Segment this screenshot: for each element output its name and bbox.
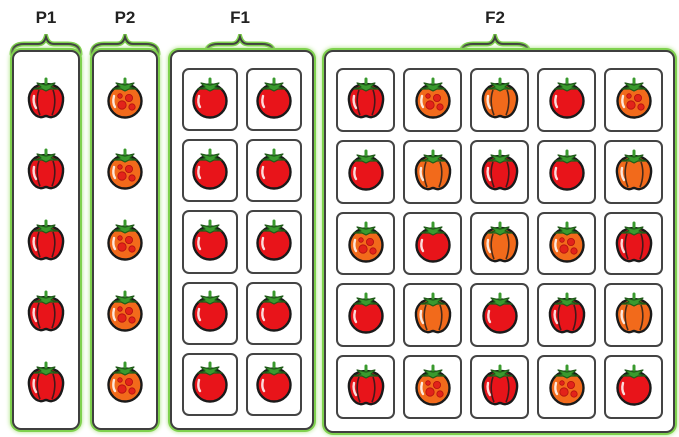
red-round-tomato-icon xyxy=(250,358,298,406)
orange-bell-tomato-icon xyxy=(610,146,658,194)
red-round-tomato-icon xyxy=(610,361,658,409)
orange-spotted-tomato-icon xyxy=(101,145,149,193)
red-bell-tomato-icon xyxy=(22,287,70,335)
orange-bell-tomato-icon xyxy=(409,289,457,337)
orange-spotted-tomato-icon xyxy=(543,218,591,266)
red-round-tomato-icon xyxy=(250,145,298,193)
red-round-tomato-icon xyxy=(250,287,298,335)
orange-spotted-tomato-icon xyxy=(101,358,149,406)
red-bell-tomato-icon xyxy=(476,361,524,409)
orange-spotted-tomato-icon xyxy=(409,361,457,409)
red-bell-tomato-icon xyxy=(22,74,70,122)
red-bell-tomato-icon xyxy=(342,74,390,122)
p1-label: P1 xyxy=(26,8,66,28)
orange-spotted-tomato-icon xyxy=(409,74,457,122)
p2-label: P2 xyxy=(105,8,145,28)
red-round-tomato-icon xyxy=(476,289,524,337)
red-round-tomato-icon xyxy=(186,145,234,193)
orange-spotted-tomato-icon xyxy=(610,74,658,122)
red-bell-tomato-icon xyxy=(22,358,70,406)
red-round-tomato-icon xyxy=(186,74,234,122)
red-round-tomato-icon xyxy=(186,216,234,264)
red-bell-tomato-icon xyxy=(543,289,591,337)
orange-bell-tomato-icon xyxy=(476,74,524,122)
f1-label: F1 xyxy=(220,8,260,28)
f2-label: F2 xyxy=(475,8,515,28)
red-bell-tomato-icon xyxy=(22,216,70,264)
red-round-tomato-icon xyxy=(250,216,298,264)
orange-bell-tomato-icon xyxy=(409,146,457,194)
orange-bell-tomato-icon xyxy=(476,218,524,266)
orange-spotted-tomato-icon xyxy=(101,287,149,335)
red-bell-tomato-icon xyxy=(610,218,658,266)
orange-spotted-tomato-icon xyxy=(543,361,591,409)
red-round-tomato-icon xyxy=(250,74,298,122)
orange-bell-tomato-icon xyxy=(610,289,658,337)
red-round-tomato-icon xyxy=(342,289,390,337)
red-round-tomato-icon xyxy=(186,287,234,335)
red-round-tomato-icon xyxy=(543,146,591,194)
red-bell-tomato-icon xyxy=(476,146,524,194)
red-round-tomato-icon xyxy=(409,218,457,266)
red-round-tomato-icon xyxy=(543,74,591,122)
orange-spotted-tomato-icon xyxy=(342,218,390,266)
orange-spotted-tomato-icon xyxy=(101,74,149,122)
red-round-tomato-icon xyxy=(342,146,390,194)
orange-spotted-tomato-icon xyxy=(101,216,149,264)
red-round-tomato-icon xyxy=(186,358,234,406)
red-bell-tomato-icon xyxy=(22,145,70,193)
red-bell-tomato-icon xyxy=(342,361,390,409)
